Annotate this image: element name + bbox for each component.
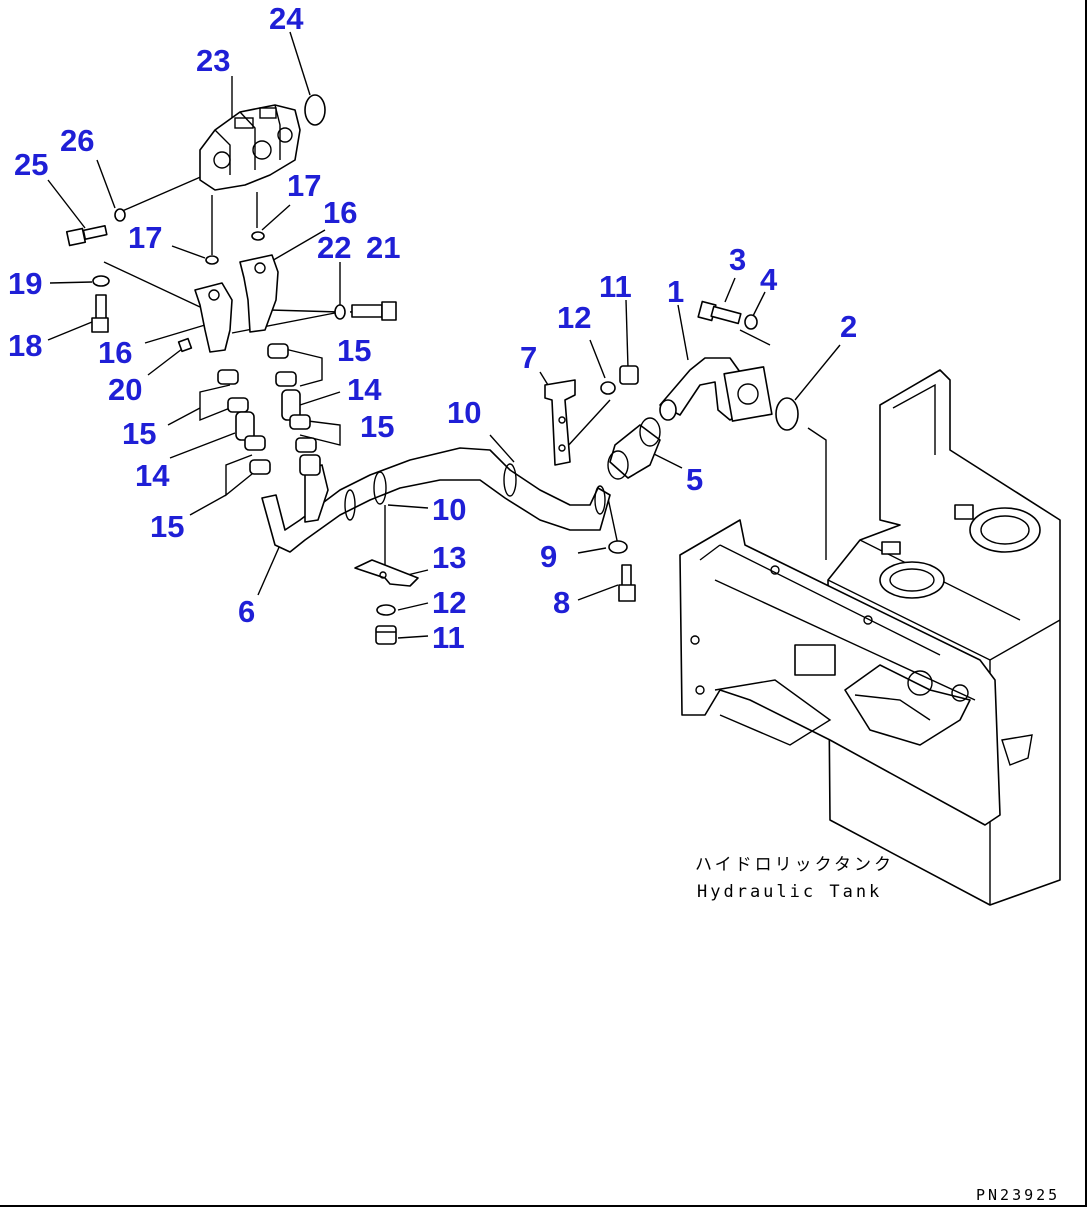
tank-label-japanese: ハイドロリックタンク — [695, 855, 894, 875]
main-frame — [679, 519, 1001, 826]
callout-20: 20 — [108, 372, 142, 407]
callout-8: 8 — [553, 585, 570, 620]
callout-9: 9 — [540, 539, 557, 574]
elbow-1 — [659, 357, 773, 422]
callout-11: 11 — [599, 269, 632, 304]
washer-12-upper — [600, 381, 616, 395]
callout-17: 17 — [287, 168, 321, 203]
callout-15: 15 — [150, 509, 184, 544]
bolt-25 — [65, 225, 108, 247]
bolt-18 — [91, 294, 109, 333]
callout-4: 4 — [760, 262, 778, 297]
part-number: PN23925 — [976, 1186, 1060, 1204]
bolt-3 — [697, 300, 742, 325]
bolt-21 — [351, 301, 397, 321]
callout-23: 23 — [196, 43, 230, 78]
washer-12-lower — [376, 604, 396, 616]
o-ring-2 — [775, 397, 799, 431]
callout-14: 14 — [347, 372, 382, 407]
plug-20 — [177, 337, 193, 353]
callout-2: 2 — [840, 309, 857, 344]
callout-25: 25 — [14, 147, 48, 182]
callout-12: 12 — [557, 300, 591, 335]
callout-3: 3 — [729, 242, 746, 277]
callout-5: 5 — [686, 462, 703, 497]
hydraulic-pump — [199, 104, 301, 191]
callout-12: 12 — [432, 585, 466, 620]
callout-labels: 24 23 26 25 17 17 16 22 21 19 18 16 20 1… — [8, 1, 857, 655]
hoses-and-clamps — [217, 343, 317, 475]
callout-15: 15 — [360, 409, 394, 444]
callout-15: 15 — [337, 333, 371, 368]
washer-9 — [608, 540, 628, 554]
suction-tube — [261, 447, 611, 553]
washer-4 — [744, 314, 758, 330]
callout-10: 10 — [432, 492, 466, 527]
callout-24: 24 — [269, 1, 304, 36]
o-ring-17 — [205, 231, 265, 265]
callout-21: 21 — [366, 230, 400, 265]
washer-26 — [114, 208, 126, 222]
callout-10: 10 — [447, 395, 481, 430]
callout-18: 18 — [8, 328, 42, 363]
flange-elbow-right — [239, 254, 279, 333]
callout-14: 14 — [135, 458, 170, 493]
nut-11-lower — [375, 625, 397, 645]
callout-6: 6 — [238, 594, 255, 629]
o-ring-22 — [334, 304, 346, 320]
callout-19: 19 — [8, 266, 42, 301]
o-ring-24 — [304, 94, 326, 126]
callout-16: 16 — [98, 335, 132, 370]
bracket-13 — [354, 559, 419, 587]
callout-1: 1 — [667, 274, 684, 309]
tank-label-english: Hydraulic Tank — [697, 882, 882, 902]
flange-elbow-left — [194, 282, 233, 353]
callout-17: 17 — [128, 220, 162, 255]
callout-22: 22 — [317, 230, 351, 265]
callout-7: 7 — [520, 340, 537, 375]
hose-5 — [607, 417, 661, 480]
callout-15: 15 — [122, 416, 156, 451]
callout-26: 26 — [60, 123, 94, 158]
callout-11: 11 — [432, 620, 465, 655]
nut-11-upper — [619, 365, 639, 385]
callout-16: 16 — [323, 195, 357, 230]
bolt-8 — [618, 564, 636, 602]
bracket-7 — [544, 379, 576, 466]
callout-13: 13 — [432, 540, 466, 575]
washer-19 — [92, 275, 110, 287]
